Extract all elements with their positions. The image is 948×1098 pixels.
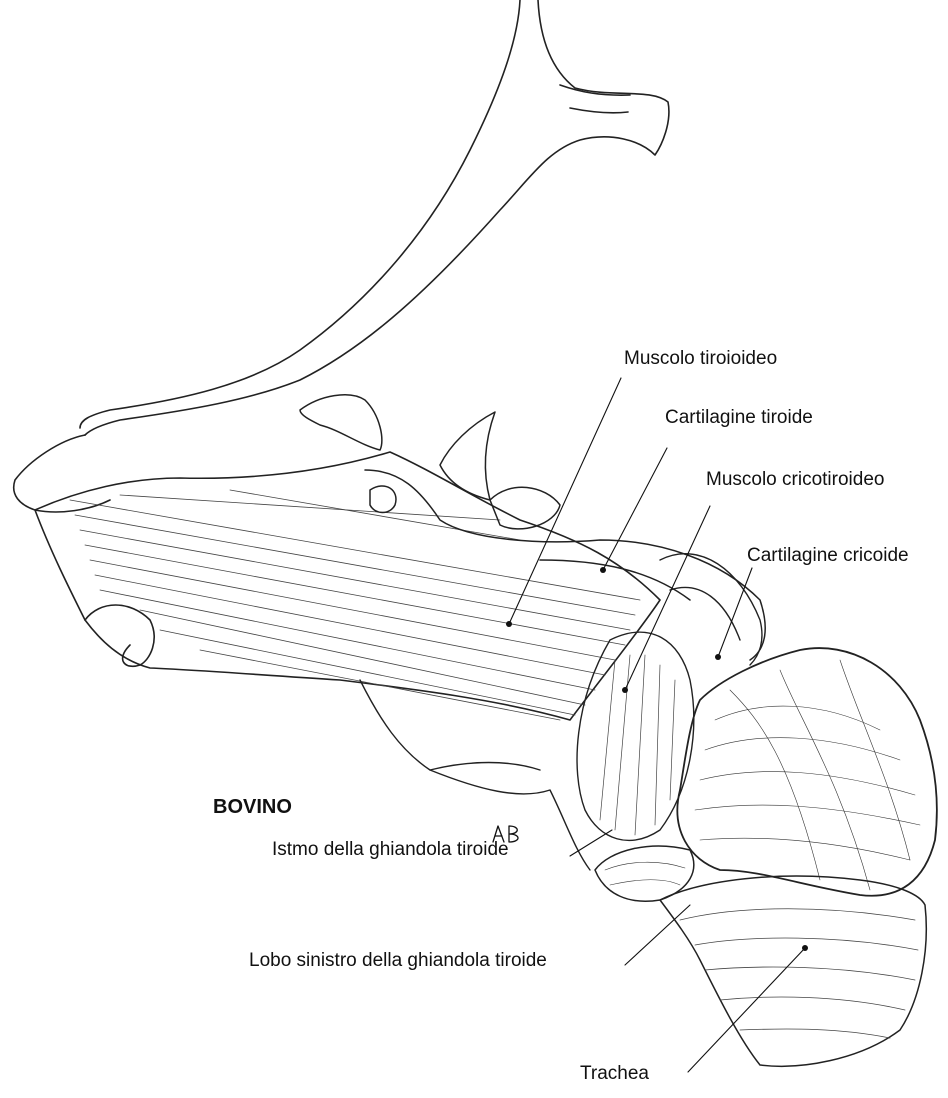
label-muscolo-tiroioideo: Muscolo tiroioideo: [624, 349, 777, 368]
species-title: BOVINO: [213, 796, 292, 819]
label-trachea: Trachea: [580, 1064, 649, 1083]
trachea-drawing: [660, 876, 926, 1066]
label-cartilagine-cricoide: Cartilagine cricoide: [747, 546, 909, 565]
label-lobo-sinistro: Lobo sinistro della ghiandola tiroide: [249, 951, 547, 970]
thyroid-horn: [300, 395, 495, 500]
thyrohyoid-muscle: [35, 452, 660, 720]
label-istmo: Istmo della ghiandola tiroide: [272, 840, 509, 859]
hyoid-bone: [14, 0, 669, 512]
label-muscolo-cricotiroideo: Muscolo cricotiroideo: [706, 470, 884, 489]
label-cartilagine-tiroide: Cartilagine tiroide: [665, 408, 813, 427]
thyroid-gland-lobe: [677, 648, 936, 896]
thyroid-isthmus: [595, 846, 694, 901]
thyroid-cartilage: [365, 470, 765, 660]
cricothyroid-muscle: [577, 632, 694, 840]
